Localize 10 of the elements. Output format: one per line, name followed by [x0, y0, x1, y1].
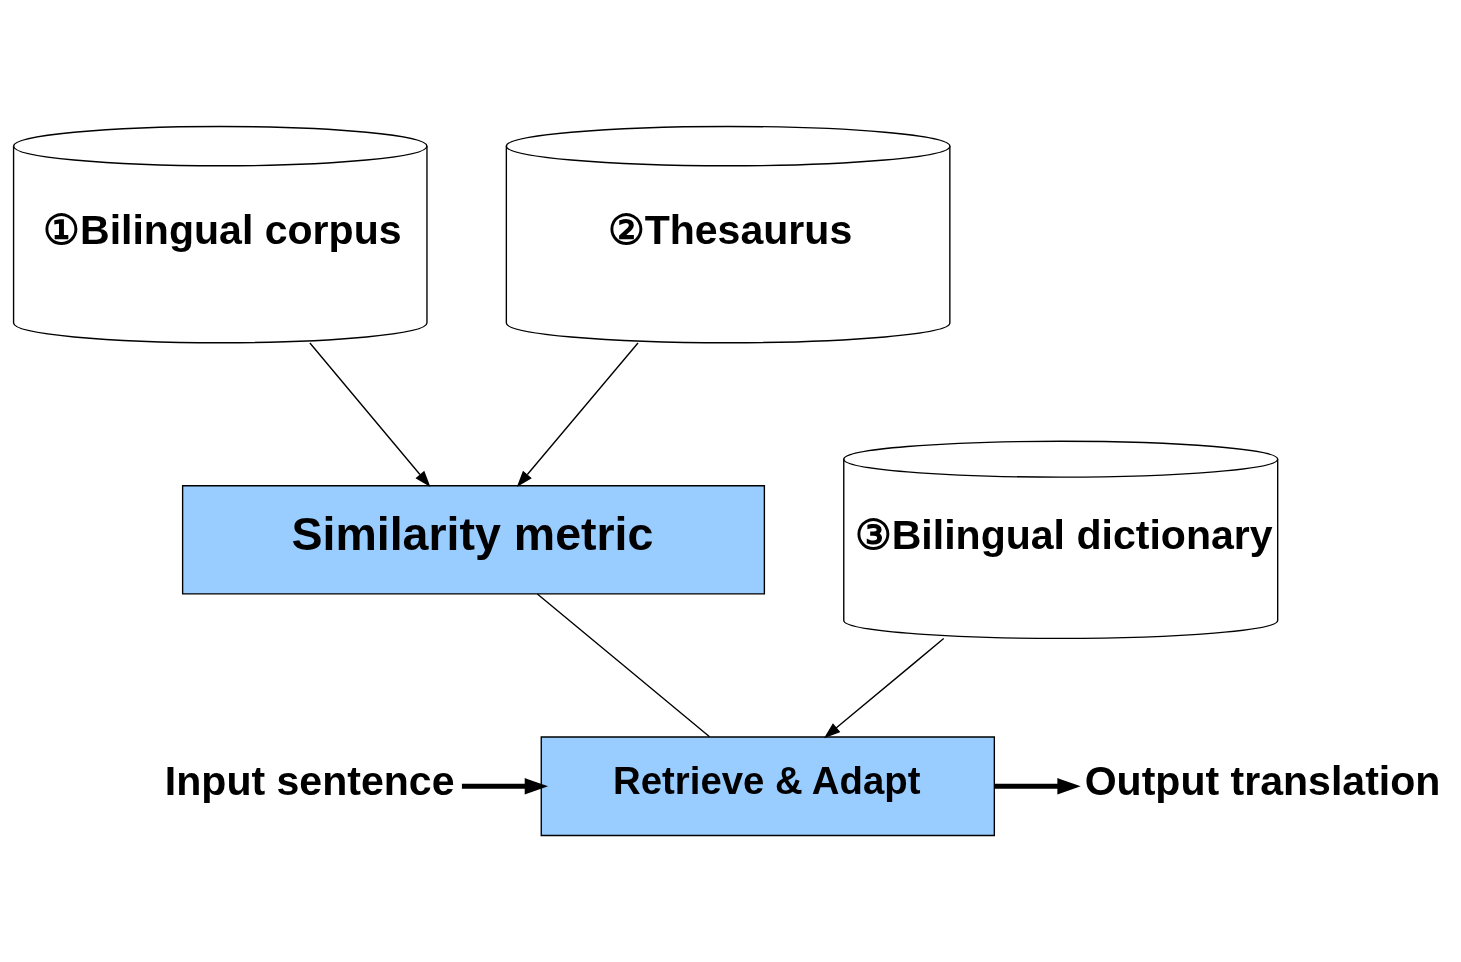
node-box: Similarity metric	[181, 485, 766, 595]
arrow	[994, 778, 1081, 795]
arrow	[516, 342, 639, 488]
node-text: Input sentence	[164, 758, 455, 805]
arrow	[309, 342, 431, 488]
arrow	[823, 637, 945, 739]
arrow	[461, 778, 549, 795]
connector	[536, 593, 711, 738]
node-box: Retrieve & Adapt	[540, 736, 996, 837]
node-text: Output translation	[1084, 758, 1441, 805]
